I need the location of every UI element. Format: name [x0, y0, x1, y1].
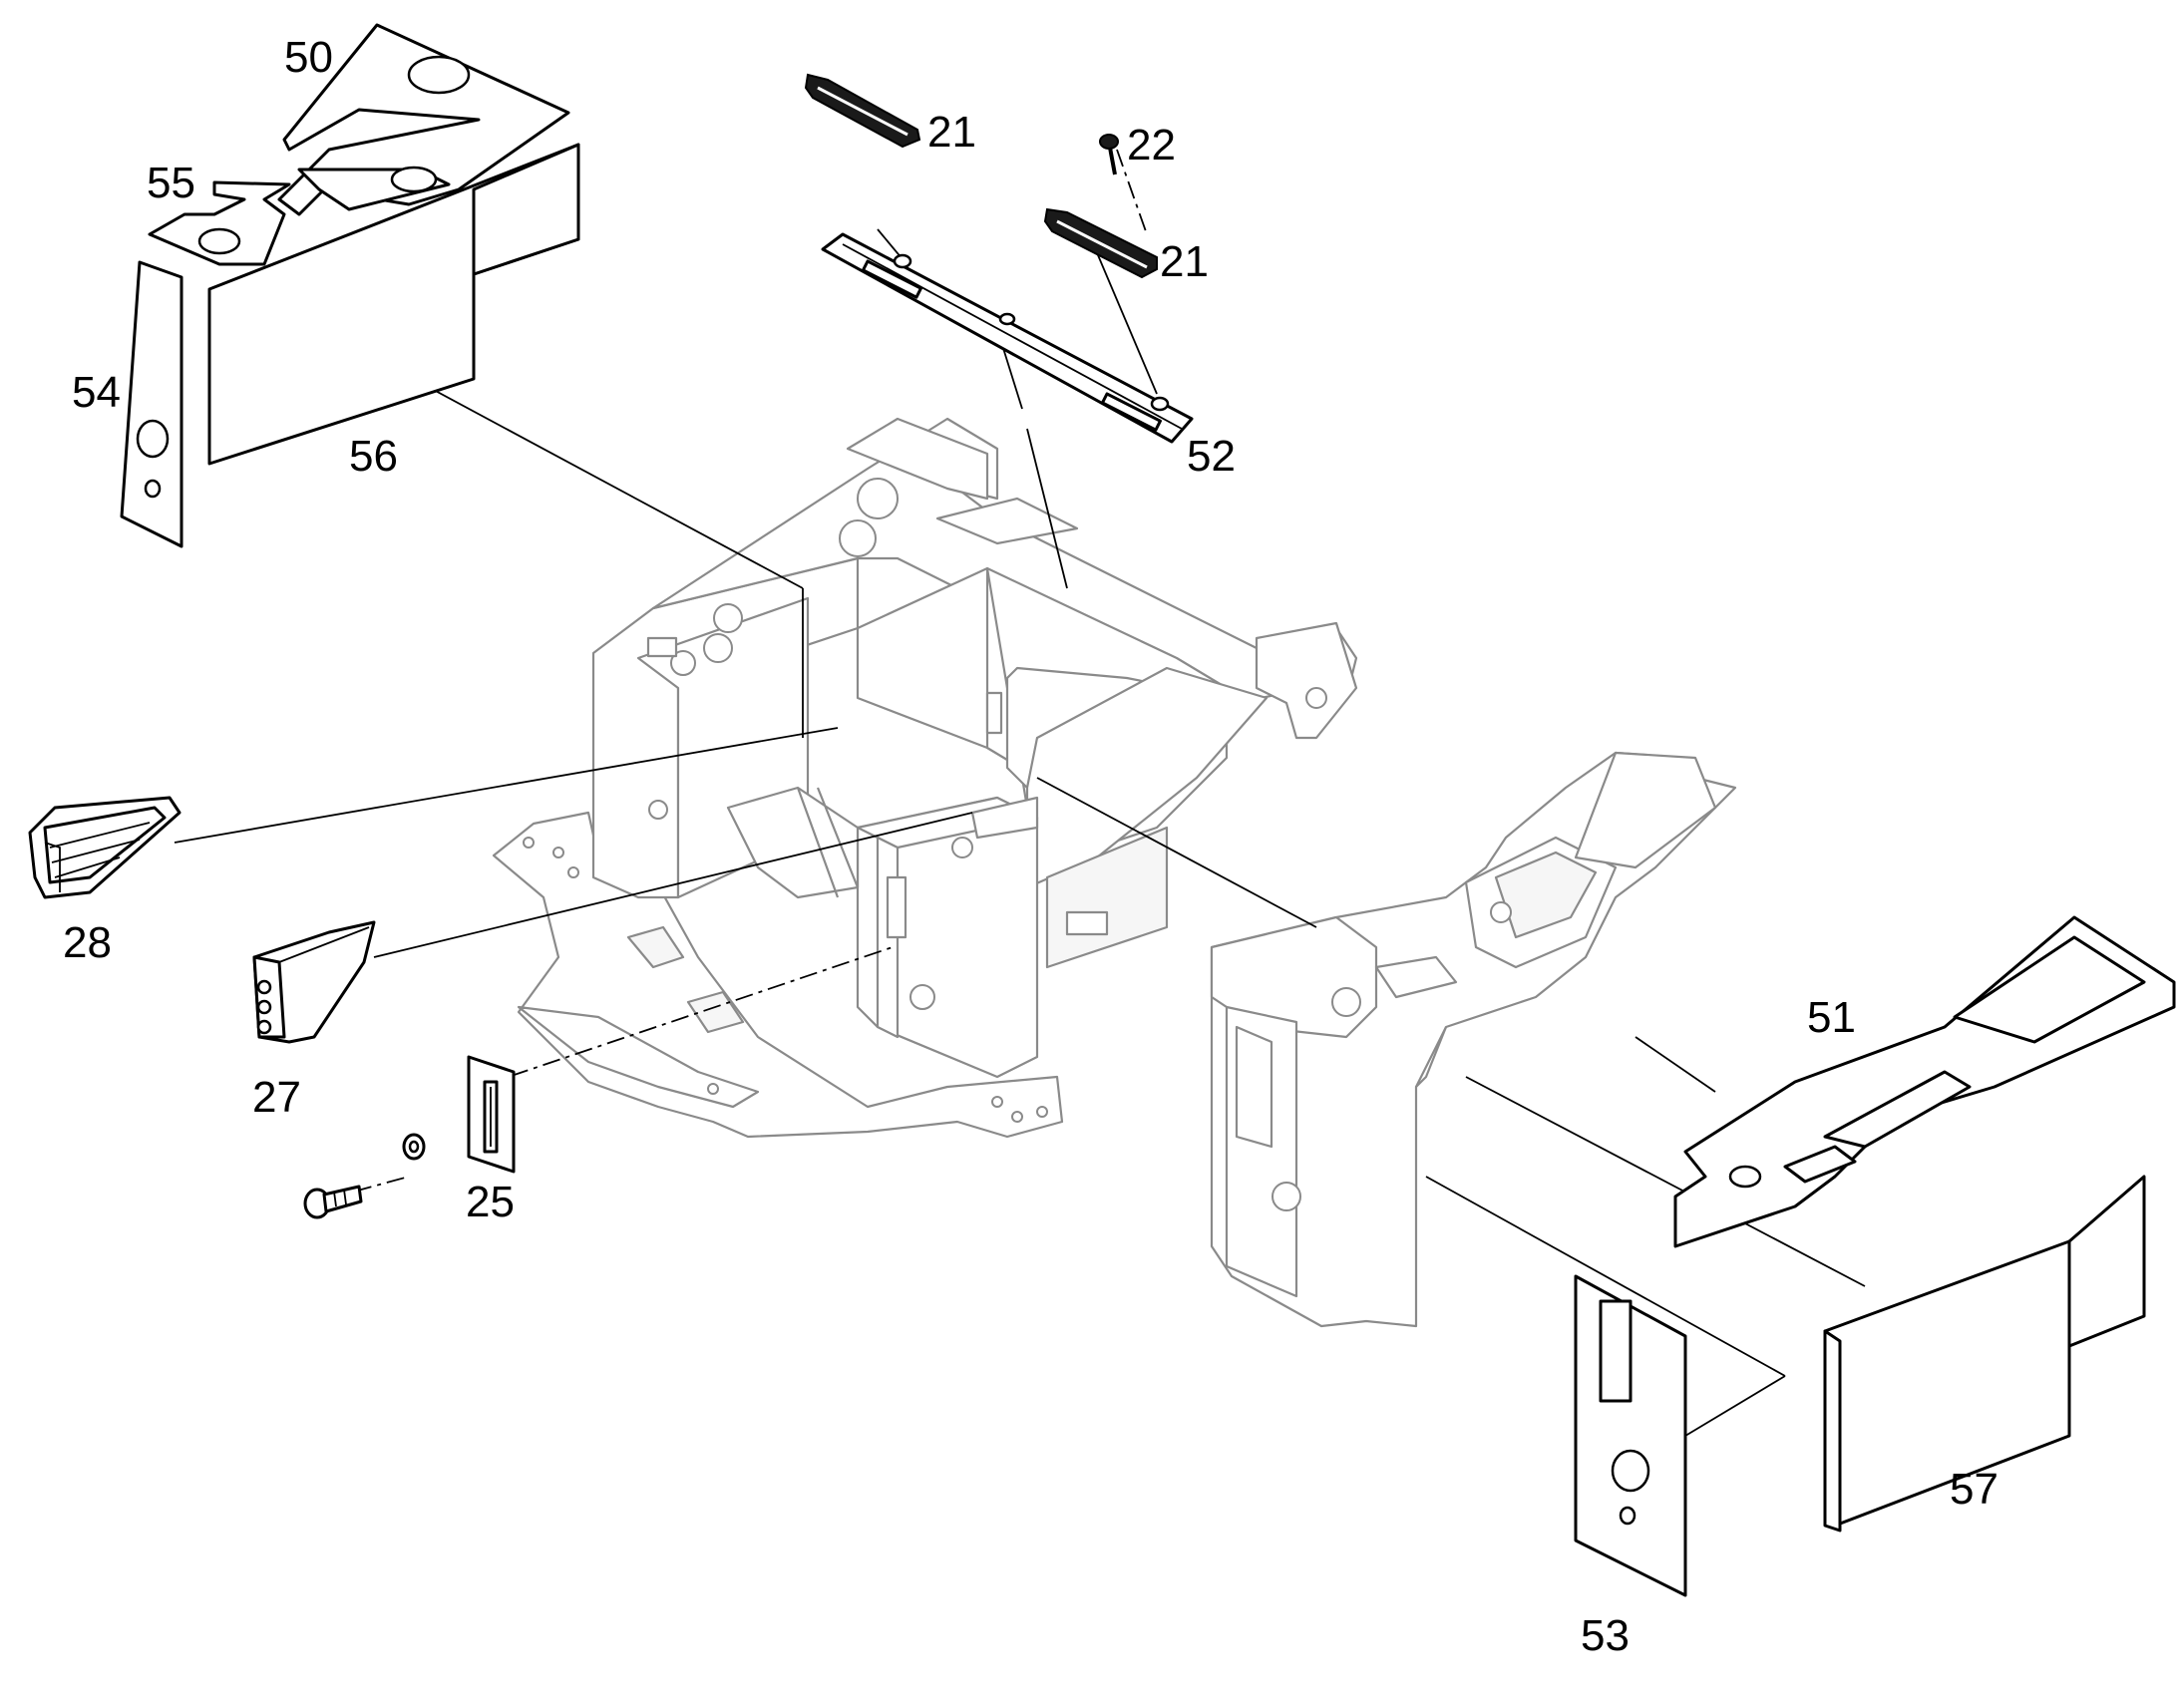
- washer-icon: [402, 1133, 426, 1161]
- part-50-top-plate: [277, 23, 570, 216]
- callout-51: 51: [1807, 993, 1856, 1042]
- callout-22: 22: [1127, 121, 1176, 170]
- part-25-plate: [467, 1055, 516, 1174]
- part-21-grip-a: [804, 73, 921, 149]
- callout-21-a: 21: [927, 108, 976, 157]
- callout-53: 53: [1581, 1611, 1630, 1660]
- part-52-bar: [821, 232, 1194, 444]
- screw-icon: [303, 1185, 363, 1219]
- part-57-panel: [1823, 1175, 2146, 1533]
- part-28-vent-grille: [28, 796, 182, 899]
- part-51-plate: [1673, 915, 2176, 1248]
- screw-and-washer: [303, 1133, 426, 1219]
- callout-28: 28: [63, 918, 112, 967]
- callout-labels: 50 55 54 56 21 22 21 52 28 27 25 51 53 5…: [63, 33, 1998, 1660]
- callout-56: 56: [349, 432, 398, 481]
- callout-52: 52: [1187, 432, 1236, 481]
- part-55-bracket: [148, 180, 291, 266]
- callout-54: 54: [72, 368, 121, 417]
- callout-50: 50: [284, 33, 333, 82]
- callout-21-b: 21: [1160, 237, 1209, 286]
- part-56-panel: [207, 143, 580, 466]
- callout-55: 55: [147, 159, 195, 207]
- part-22-screw: [1099, 134, 1119, 175]
- callout-27: 27: [252, 1073, 301, 1122]
- part-53-plate: [1574, 1274, 1687, 1597]
- part-54-plate: [120, 260, 183, 548]
- right-subframe: [1210, 751, 1737, 1328]
- callout-25: 25: [466, 1178, 515, 1226]
- central-frame: [492, 417, 1358, 1139]
- callout-57: 57: [1950, 1465, 1998, 1514]
- part-27-bracket: [252, 920, 376, 1044]
- leader-lines: [174, 149, 1866, 1437]
- part-21-grip-b: [1043, 207, 1158, 279]
